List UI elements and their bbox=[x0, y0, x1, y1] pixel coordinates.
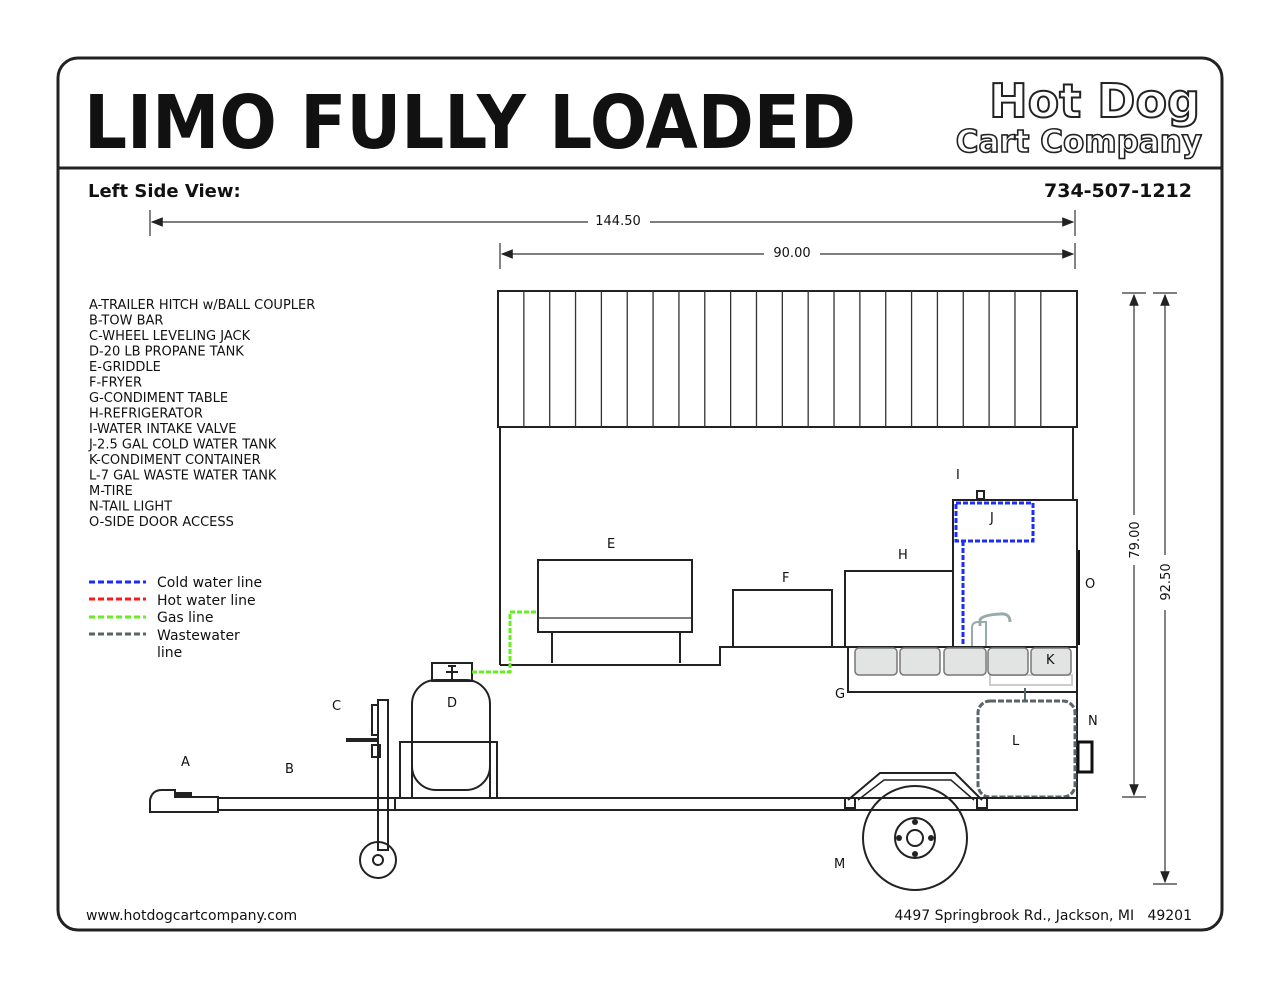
svg-text:E: E bbox=[607, 537, 615, 552]
svg-text:90.00: 90.00 bbox=[773, 246, 810, 261]
svg-text:M: M bbox=[834, 857, 845, 872]
svg-text:D: D bbox=[447, 696, 457, 711]
water-intake-valve bbox=[976, 490, 985, 500]
svg-text:K: K bbox=[1046, 653, 1055, 668]
cold-water-line bbox=[961, 541, 970, 652]
faucet bbox=[971, 612, 1012, 648]
fryer bbox=[732, 589, 833, 648]
parts-list-item: L-7 GAL WASTE WATER TANK bbox=[89, 469, 277, 484]
svg-text:O: O bbox=[1085, 577, 1095, 592]
svg-text:I: I bbox=[956, 468, 960, 483]
parts-list-item: N-TAIL LIGHT bbox=[89, 500, 172, 515]
svg-text:Wastewater: Wastewater bbox=[157, 628, 240, 644]
svg-text:144.50: 144.50 bbox=[595, 214, 641, 229]
svg-text:J: J bbox=[989, 511, 994, 526]
refrigerator bbox=[844, 570, 954, 648]
company-logo: Hot Dog Cart Company bbox=[955, 73, 1203, 161]
page-title: LIMO FULLY LOADED bbox=[84, 80, 856, 166]
view-label: Left Side View: bbox=[88, 181, 241, 202]
svg-text:A: A bbox=[181, 755, 190, 770]
parts-list-item: D-20 LB PROPANE TANK bbox=[89, 345, 244, 360]
parts-list-item: F-FRYER bbox=[89, 376, 142, 391]
parts-list-item: A-TRAILER HITCH w/BALL COUPLER bbox=[89, 298, 315, 313]
parts-list-item: K-CONDIMENT CONTAINER bbox=[89, 453, 261, 468]
svg-text:L: L bbox=[1012, 734, 1020, 749]
tire bbox=[862, 785, 968, 891]
svg-text:Gas line: Gas line bbox=[157, 610, 213, 626]
parts-list-item: J-2.5 GAL COLD WATER TANK bbox=[88, 438, 277, 453]
svg-text:H: H bbox=[898, 548, 908, 563]
gas-line bbox=[472, 610, 538, 674]
svg-text:92.50: 92.50 bbox=[1159, 563, 1174, 600]
svg-text:79.00: 79.00 bbox=[1128, 521, 1143, 558]
trailer-frame bbox=[217, 772, 1078, 811]
phone-number: 734-507-1212 bbox=[1044, 180, 1192, 202]
griddle bbox=[537, 559, 693, 663]
parts-list-item: O-SIDE DOOR ACCESS bbox=[89, 515, 234, 530]
parts-list-item: I-WATER INTAKE VALVE bbox=[89, 422, 236, 437]
svg-text:Hot Dog: Hot Dog bbox=[989, 74, 1200, 128]
svg-text:Cart Company: Cart Company bbox=[956, 124, 1202, 160]
svg-text:B: B bbox=[285, 762, 294, 777]
svg-text:F: F bbox=[782, 571, 789, 586]
callout-labels: A B C D E F G H I J K L M N O bbox=[181, 468, 1098, 872]
parts-list-item: E-GRIDDLE bbox=[89, 360, 161, 375]
condiment-table bbox=[847, 646, 1078, 693]
parts-list-item: C-WHEEL LEVELING JACK bbox=[89, 329, 251, 344]
cold-water-tank bbox=[954, 501, 1035, 543]
tail-light bbox=[1076, 740, 1094, 774]
website-link[interactable]: www.hotdogcartcompany.com bbox=[86, 908, 297, 924]
trailer-hitch bbox=[149, 789, 219, 813]
svg-text:N: N bbox=[1088, 714, 1098, 729]
waste-water-tank bbox=[976, 699, 1077, 799]
propane-tank bbox=[399, 662, 498, 799]
canopy-roof bbox=[497, 290, 1078, 428]
line-legend: Cold water line Hot water line Gas line … bbox=[89, 575, 262, 661]
parts-list-item: B-TOW BAR bbox=[89, 314, 163, 329]
svg-text:line: line bbox=[157, 645, 182, 661]
leveling-jack bbox=[346, 699, 397, 879]
dimension-overall-length: 144.50 bbox=[149, 210, 1076, 236]
page-frame bbox=[56, 56, 1224, 932]
parts-list-item: H-REFRIGERATOR bbox=[89, 407, 203, 422]
company-address: 4497 Springbrook Rd., Jackson, MI 49201 bbox=[895, 908, 1193, 924]
svg-text:C: C bbox=[332, 699, 341, 714]
svg-text:G: G bbox=[835, 687, 845, 702]
dimension-cart-length: 90.00 bbox=[499, 243, 1076, 269]
dimension-body-height: 79.00 bbox=[1122, 292, 1146, 798]
svg-text:Hot water line: Hot water line bbox=[157, 593, 256, 609]
svg-text:Cold water line: Cold water line bbox=[157, 575, 262, 591]
condiment-containers bbox=[854, 647, 1072, 676]
parts-list-item: M-TIRE bbox=[89, 484, 133, 499]
dimension-overall-height: 92.50 bbox=[1153, 292, 1177, 885]
parts-list-item: G-CONDIMENT TABLE bbox=[89, 391, 228, 406]
